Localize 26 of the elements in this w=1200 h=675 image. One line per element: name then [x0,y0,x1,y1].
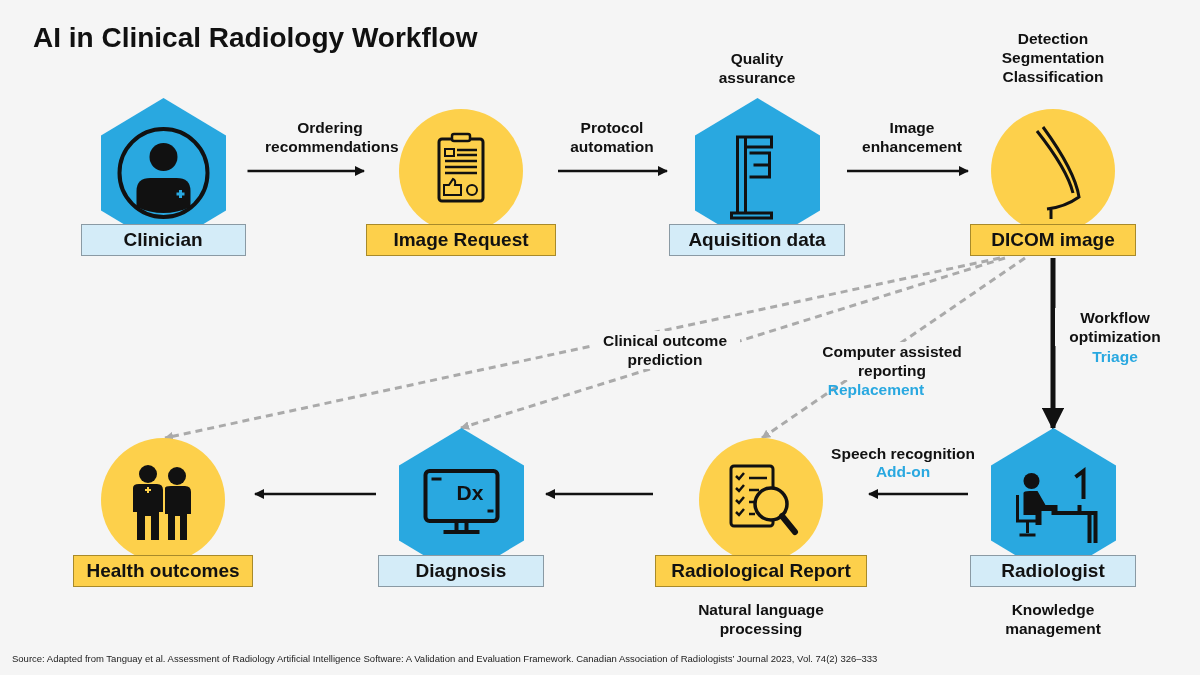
arrow [254,489,376,499]
arrow [847,166,969,176]
annotation-text: Detection Segmentation Classification [1000,29,1106,86]
arrow [247,166,365,176]
annotation-text: Quality assurance [717,49,797,87]
note-text: Replacement [826,380,926,400]
arrow [545,489,653,499]
arrow [1041,258,1065,431]
note-text: Triage [1091,347,1139,367]
note-text: Add-on [874,462,932,482]
node-label: Radiological Report [655,555,867,587]
annotation-text: Knowledge management [1004,600,1102,638]
icon-text: Dx [455,480,485,505]
node-label: DICOM image [970,224,1136,256]
node-label: Image Request [366,224,556,256]
source-caption: Source: Adapted from Tanguay et al. Assessment of Radiology Artificial Intelligence Software: A Validation and Evaluation Framework. Canadian Association of Radiologists’ Journal 2023, Vol. 74(2) 326–333 [12,653,878,664]
node-label: Diagnosis [378,555,544,587]
node-label: Health outcomes [73,555,253,587]
diagram-title: AI in Clinical Radiology Workflow [33,22,478,54]
node-label: Clinician [80,224,246,256]
node-label: Radiologist [970,555,1136,587]
node-label: Aquisition data [669,224,845,256]
arrow [558,166,668,176]
dashed-arrow [164,256,1001,441]
annotation-text: Natural language processing [697,600,825,638]
arrow [868,489,968,499]
